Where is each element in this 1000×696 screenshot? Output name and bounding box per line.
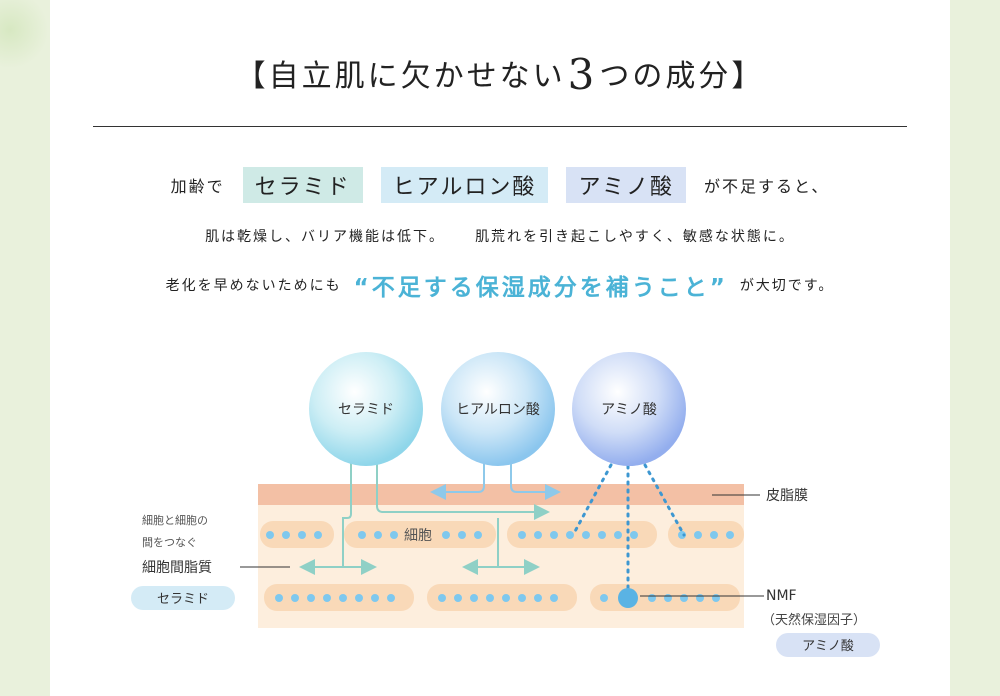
chip-ceramide: セラミド xyxy=(242,167,363,203)
intercellular-lipid-label: 細胞間脂質 xyxy=(142,560,212,576)
chip-amino-acid: アミノ酸 xyxy=(566,167,686,203)
cell-dots xyxy=(266,531,734,539)
cell xyxy=(427,584,577,611)
cell xyxy=(264,584,414,611)
left-note-line-1: 細胞と細胞の xyxy=(142,514,208,527)
right-badge-label: アミノ酸 xyxy=(802,639,854,654)
nmf-sublabel: （天然保湿因子） xyxy=(762,612,866,628)
cell xyxy=(668,521,744,548)
sebum-layer xyxy=(258,484,744,505)
sentence-2b: 肌荒れを引き起こしやすく、敏感な状態に。 xyxy=(475,229,795,245)
nmf-dot xyxy=(618,588,638,608)
sphere-label: ヒアルロン酸 xyxy=(456,402,540,418)
sentence-3b: が大切です。 xyxy=(739,278,835,294)
right-badge xyxy=(776,633,880,657)
nmf-label: NMF xyxy=(766,588,797,604)
left-badge xyxy=(131,586,235,610)
page-title: 【自立肌に欠かせない3つの成分】 xyxy=(235,50,765,99)
intro-lead: 加齢で xyxy=(170,177,225,196)
sphere-hyaluronic-acid: ヒアルロン酸 xyxy=(441,352,555,466)
sphere-label: セラミド xyxy=(338,402,394,418)
hyaluronic-connectors xyxy=(430,462,561,500)
cell xyxy=(260,521,334,548)
sentence-3a: 老化を早めないためにも xyxy=(165,278,342,294)
cell-label: 細胞 xyxy=(404,528,432,544)
sphere-amino-acid: アミノ酸 xyxy=(572,352,686,466)
sentence-2a: 肌は乾燥し、バリア機能は低下。 xyxy=(205,229,446,245)
amino-dotted-lines xyxy=(571,463,686,598)
left-badge-label: セラミド xyxy=(157,592,209,607)
ceramide-connectors xyxy=(299,462,550,575)
intro-line-3: 老化を早めないためにも “不足する保湿成分を補うこと” が大切です。 xyxy=(50,268,950,302)
sphere-label: アミノ酸 xyxy=(601,402,657,418)
cell xyxy=(344,521,496,548)
sphere-ceramide: セラミド xyxy=(309,352,423,466)
cell xyxy=(507,521,657,548)
corner-decoration xyxy=(0,0,50,80)
chip-hyaluronic-acid: ヒアルロン酸 xyxy=(380,167,549,203)
sebum-label: 皮脂膜 xyxy=(766,488,808,504)
intro-line-2: 肌は乾燥し、バリア機能は低下。 肌荒れを引き起こしやすく、敏感な状態に。 xyxy=(50,226,950,246)
left-note-line-2: 間をつなぐ xyxy=(142,536,197,549)
intro-tail: が不足すると、 xyxy=(704,177,830,196)
intro-line-1: 加齢で セラミド ヒアルロン酸 アミノ酸 が不足すると、 xyxy=(50,167,950,203)
title-divider xyxy=(93,126,907,127)
emphasis-text: “不足する保湿成分を補うこと” xyxy=(353,275,728,301)
